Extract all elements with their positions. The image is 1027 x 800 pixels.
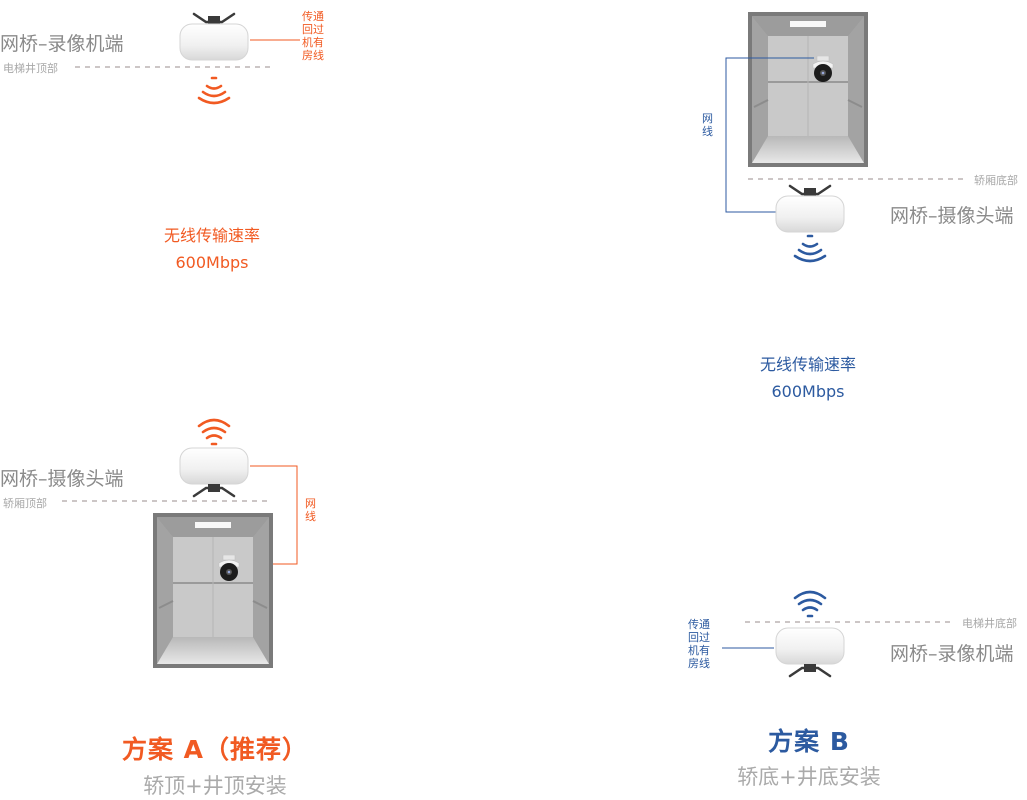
speed-label: 无线传输速率 <box>163 226 260 245</box>
scheme-b-title: 方案 B <box>768 727 850 756</box>
wifi-signal-icon <box>793 234 827 263</box>
scheme-b-car-bottom-label: 轿厢底部 <box>974 174 1018 187</box>
scheme-a-speed: 无线传输速率 600Mbps <box>132 222 292 276</box>
bridge-device-icon <box>774 184 846 234</box>
wifi-signal-icon <box>793 590 827 618</box>
speed-value: 600Mbps <box>771 382 845 401</box>
dashed-divider <box>62 500 272 502</box>
scheme-b-recorder-label: 网桥–录像机端 <box>890 643 1014 665</box>
scheme-b-shaft-bottom-label: 电梯井底部 <box>962 617 1017 630</box>
scheme-a-subtitle: 轿顶+井顶安装 <box>143 774 287 798</box>
wifi-signal-icon <box>197 76 231 105</box>
scheme-a-title: 方案 A（推荐） <box>121 735 309 764</box>
scheme-a-camera-cable-note: 网线 <box>305 497 316 523</box>
scheme-a-recorder-cable-note: 传通回过机有房线 <box>302 10 324 62</box>
scheme-a-recorder-label: 网桥–录像机端 <box>0 33 124 55</box>
wifi-signal-icon <box>197 418 231 446</box>
scheme-b-camera-cable-note: 网线 <box>702 112 713 138</box>
dashed-divider <box>75 66 275 68</box>
speed-value: 600Mbps <box>175 253 249 272</box>
scheme-a-camera-label: 网桥–摄像头端 <box>0 468 124 490</box>
bridge-device-icon <box>178 446 250 498</box>
scheme-a-car-top-label: 轿厢顶部 <box>3 497 47 510</box>
scheme-b-camera-label: 网桥–摄像头端 <box>890 205 1014 227</box>
connector-line <box>250 39 300 41</box>
dome-camera-icon <box>218 555 240 581</box>
cable-line <box>725 57 814 213</box>
dashed-divider <box>748 178 966 180</box>
connector-line <box>722 647 774 649</box>
speed-label: 无线传输速率 <box>759 355 856 374</box>
scheme-a-shaft-top-label: 电梯井顶部 <box>3 62 58 75</box>
dashed-divider <box>745 621 955 623</box>
bridge-device-icon <box>178 12 250 62</box>
bridge-device-icon <box>774 626 846 678</box>
elevator-car-icon <box>153 513 273 668</box>
scheme-b-recorder-cable-note: 传通回过机有房线 <box>688 618 710 670</box>
scheme-b-speed: 无线传输速率 600Mbps <box>728 351 888 405</box>
scheme-b-subtitle: 轿底+井底安装 <box>737 765 881 789</box>
